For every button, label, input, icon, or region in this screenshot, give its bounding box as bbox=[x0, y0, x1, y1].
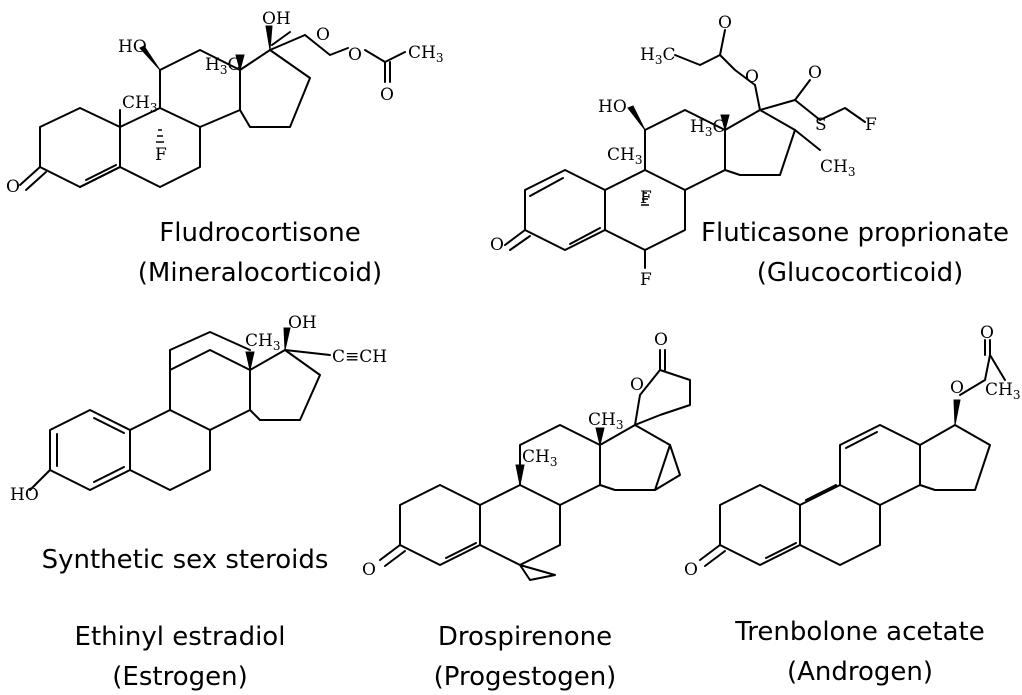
trenbolone-name: Trenbolone acetate bbox=[735, 617, 985, 647]
fluticasone-class: (Glucocorticoid) bbox=[756, 258, 964, 288]
oxygen-label: O bbox=[380, 85, 394, 105]
methyl-label: CH3 bbox=[588, 410, 623, 432]
methyl-label: CH3 bbox=[122, 93, 157, 115]
fluorine-label: F bbox=[155, 145, 167, 165]
oxygen-label: O bbox=[684, 560, 698, 580]
hydroxyl-label: HO bbox=[598, 97, 627, 117]
oxygen-label: O bbox=[490, 235, 504, 255]
fludrocortisone-structure: O HO H3C CH3 F OH O O O CH3 bbox=[6, 9, 443, 197]
ethinyl-estradiol-class: (Estrogen) bbox=[112, 662, 248, 692]
fluorine-label: F bbox=[865, 115, 877, 135]
methyl-label: CH3 bbox=[245, 331, 280, 353]
hydroxyl-label: OH bbox=[288, 313, 317, 333]
ethinyl-estradiol-structure: HO CH3 OH C≡CH bbox=[10, 313, 387, 505]
oxygen-label: O bbox=[718, 13, 732, 33]
hydroxyl-label: HO bbox=[10, 485, 39, 505]
methyl-label: CH3 bbox=[985, 380, 1020, 402]
methyl-label: H3C bbox=[640, 45, 675, 67]
methyl-label: CH3 bbox=[607, 145, 642, 167]
oxygen-label: O bbox=[630, 375, 644, 395]
oxygen-label: O bbox=[654, 330, 668, 350]
trenbolone-class: (Androgen) bbox=[786, 657, 934, 687]
oxygen-label: O bbox=[316, 25, 330, 45]
oxygen-label: O bbox=[6, 177, 20, 197]
fluticasone-name: Fluticasone proprionate bbox=[701, 218, 1009, 248]
drospirenone-name: Drospirenone bbox=[437, 622, 613, 652]
oxygen-label: O bbox=[745, 67, 759, 87]
oxygen-label: O bbox=[950, 378, 964, 398]
oxygen-label: O bbox=[808, 63, 822, 83]
methyl-label: H3C bbox=[205, 55, 240, 77]
methyl-label: H3C bbox=[690, 117, 725, 139]
methyl-label: CH3 bbox=[408, 43, 443, 65]
fluticasone-structure: O HO CH3 H3C F F O O H3C O S F CH3 bbox=[490, 13, 877, 290]
oxygen-label: O bbox=[980, 323, 994, 343]
fludrocortisone-class: (Mineralocorticoid) bbox=[137, 258, 383, 288]
oxygen-label: O bbox=[362, 560, 376, 580]
section-label: Synthetic sex steroids bbox=[41, 545, 329, 575]
methyl-label: CH3 bbox=[522, 447, 557, 469]
fluorine-label: F bbox=[640, 270, 652, 290]
ethinyl-estradiol-name: Ethinyl estradiol bbox=[74, 622, 286, 652]
hydroxyl-label: HO bbox=[118, 37, 147, 57]
oxygen-label: O bbox=[348, 45, 362, 65]
methyl-label: CH3 bbox=[820, 157, 855, 179]
drospirenone-class: (Progestogen) bbox=[433, 662, 617, 692]
hydroxyl-label: OH bbox=[262, 9, 291, 29]
trenbolone-structure: O O O CH3 bbox=[684, 323, 1020, 580]
fluorine-label: F bbox=[640, 188, 652, 208]
drospirenone-structure: O CH3 CH3 O O bbox=[362, 330, 691, 581]
ethynyl-label: C≡CH bbox=[332, 347, 387, 367]
sulfur-label: S bbox=[815, 115, 827, 135]
fludrocortisone-name: Fludrocortisone bbox=[159, 218, 361, 248]
